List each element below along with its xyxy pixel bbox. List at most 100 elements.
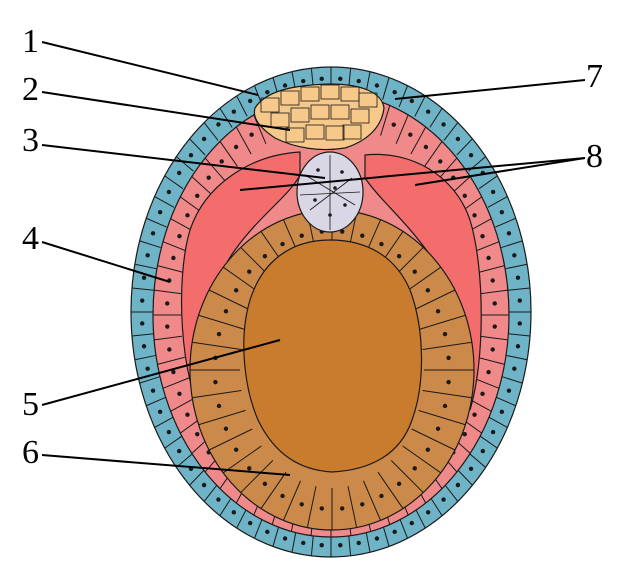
outer-cell-nucleus bbox=[425, 109, 431, 114]
outer-cell-nucleus bbox=[490, 189, 496, 195]
pink-cell-wall bbox=[235, 126, 252, 155]
yellow-cell bbox=[358, 92, 378, 108]
tan-cell-nucleus bbox=[262, 481, 268, 487]
tan-cell-nucleus bbox=[247, 466, 252, 471]
pink-cell-wall bbox=[477, 356, 505, 365]
tan-cell-wall bbox=[222, 445, 262, 474]
tan-cell-wall bbox=[402, 445, 442, 474]
pink-cell-nucleus bbox=[480, 391, 485, 397]
yellow-cell bbox=[310, 104, 330, 120]
outer-cell-nucleus bbox=[455, 482, 461, 488]
outer-cell-wall bbox=[189, 138, 206, 156]
yellow-cell bbox=[330, 104, 350, 120]
outer-cell-wall bbox=[487, 416, 508, 428]
tan-cell-wall bbox=[240, 460, 274, 493]
tan-cell-nucleus bbox=[442, 331, 448, 337]
outer-cell-nucleus bbox=[319, 543, 324, 548]
outer-cell-nucleus bbox=[468, 466, 474, 472]
outer-cell-wall bbox=[134, 263, 157, 270]
tan-cell-nucleus bbox=[446, 379, 451, 385]
tan-cell-nucleus bbox=[360, 502, 365, 507]
label-8: 8 bbox=[586, 138, 603, 175]
tan-cell-nucleus bbox=[442, 403, 448, 409]
pink-cell-nucleus bbox=[408, 132, 413, 137]
outer-cell-nucleus bbox=[141, 275, 147, 280]
tan-cell-wall bbox=[260, 471, 287, 509]
tan-cell-wall bbox=[198, 409, 246, 426]
tan-cell-nucleus bbox=[425, 288, 431, 293]
pink-cell-nucleus bbox=[423, 144, 429, 150]
outer-cell-nucleus bbox=[301, 78, 306, 84]
outer-cell-nucleus bbox=[425, 510, 431, 515]
pink-cell-nucleus bbox=[195, 193, 200, 198]
outer-cell-nucleus bbox=[216, 497, 221, 502]
pink-cell-nucleus bbox=[486, 369, 491, 375]
outer-cell-nucleus bbox=[338, 543, 343, 548]
outer-cell-wall bbox=[398, 85, 409, 108]
outer-cell-nucleus bbox=[512, 366, 517, 371]
leader-line-5 bbox=[41, 339, 281, 406]
tan-cell-nucleus bbox=[319, 506, 325, 511]
pink-cell-nucleus bbox=[480, 233, 485, 239]
outer-cell-wall bbox=[505, 354, 528, 361]
yellow-cell bbox=[342, 124, 362, 140]
outer-cell-nucleus bbox=[166, 189, 172, 195]
outer-cell-wall bbox=[176, 452, 194, 468]
leader-line-3 bbox=[41, 144, 326, 179]
yellow-cell bbox=[325, 125, 345, 141]
outer-cell-wall bbox=[164, 175, 184, 190]
tan-cell-nucleus bbox=[247, 269, 252, 274]
tan-cell-nucleus bbox=[299, 502, 304, 507]
outer-cell-nucleus bbox=[441, 497, 446, 502]
outer-cell-wall bbox=[478, 434, 498, 449]
tan-cell-nucleus bbox=[425, 447, 431, 452]
label-4: 4 bbox=[22, 220, 39, 257]
outer-cell-wall bbox=[203, 483, 219, 502]
brown-center-mass bbox=[243, 239, 423, 473]
outer-cell-nucleus bbox=[517, 298, 522, 303]
outer-cell-nucleus bbox=[247, 520, 253, 526]
yellow-cell bbox=[300, 86, 320, 102]
pink-cell-nucleus bbox=[391, 122, 396, 127]
lavender-cell-nucleus bbox=[313, 198, 317, 202]
tan-cell-wall bbox=[377, 471, 404, 509]
pink-cell-nucleus bbox=[486, 255, 491, 261]
outer-cell-wall bbox=[382, 77, 390, 100]
leader-line-4 bbox=[41, 241, 171, 283]
pink-cell-nucleus bbox=[165, 324, 170, 329]
pink-cell-nucleus bbox=[171, 369, 176, 375]
yellow-cell bbox=[305, 124, 325, 140]
tan-cell-nucleus bbox=[216, 403, 222, 409]
tan-cell-nucleus bbox=[379, 493, 384, 499]
tan-cell-nucleus bbox=[396, 253, 402, 259]
yellow-cell bbox=[260, 97, 280, 113]
tan-cell-nucleus bbox=[360, 233, 365, 238]
outer-cell-nucleus bbox=[441, 122, 446, 127]
lavender-cell-nucleus bbox=[343, 203, 347, 207]
pink-cell-wall bbox=[479, 335, 508, 341]
tan-cell-wall bbox=[347, 486, 358, 528]
outer-cell-wall bbox=[414, 507, 426, 529]
lavender-cell-nucleus bbox=[340, 170, 344, 174]
tan-cell-wall bbox=[422, 389, 472, 399]
label-5: 5 bbox=[22, 386, 39, 423]
outer-cell-wall bbox=[456, 138, 473, 156]
outer-cell-nucleus bbox=[231, 510, 237, 515]
tan-cell-nucleus bbox=[280, 241, 285, 247]
tan-cell-wall bbox=[192, 341, 242, 351]
pink-cell-nucleus bbox=[472, 412, 477, 417]
tan-cell-nucleus bbox=[233, 447, 239, 452]
tan-cell-nucleus bbox=[339, 506, 345, 511]
pink-cell-wall bbox=[191, 176, 215, 197]
outer-cell-wall bbox=[164, 434, 184, 449]
outer-cell-wall bbox=[429, 108, 443, 128]
outer-cell-wall bbox=[219, 108, 233, 128]
pink-cell-wall bbox=[154, 289, 183, 295]
outer-cell-wall bbox=[146, 396, 167, 407]
pink-cell-wall bbox=[424, 141, 443, 167]
outer-cell-nucleus bbox=[319, 76, 324, 81]
outer-cell-nucleus bbox=[282, 83, 288, 88]
outer-cell-nucleus bbox=[140, 298, 145, 303]
outer-cell-nucleus bbox=[231, 109, 237, 114]
outer-cell-wall bbox=[139, 375, 161, 384]
